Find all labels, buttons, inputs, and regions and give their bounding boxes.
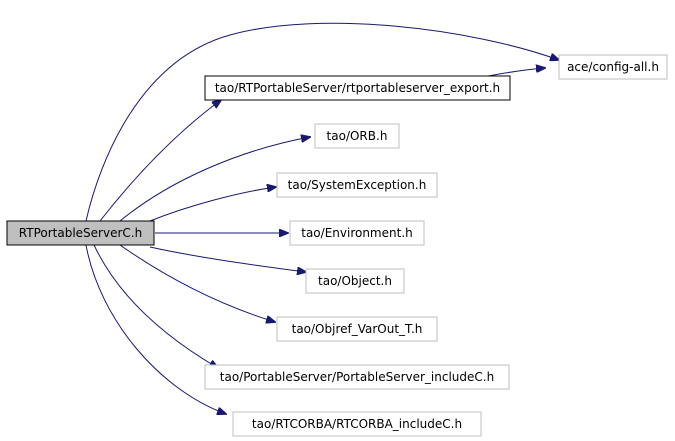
node-label: tao/ORB.h bbox=[327, 129, 388, 143]
node-label: ace/config-all.h bbox=[567, 60, 659, 74]
edge-root-to-objref bbox=[119, 244, 275, 322]
node-env[interactable]: tao/Environment.h bbox=[289, 220, 425, 246]
edge-export-to-config bbox=[487, 68, 545, 77]
edge-root-to-sysexc bbox=[149, 187, 276, 222]
node-label: tao/RTPortableServer/rtportableserver_ex… bbox=[215, 81, 500, 95]
node-sysexc[interactable]: tao/SystemException.h bbox=[276, 172, 438, 198]
node-label: tao/Object.h bbox=[318, 274, 392, 288]
node-objref[interactable]: tao/Objref_VarOut_T.h bbox=[276, 316, 438, 342]
edge-root-to-psinclude bbox=[93, 244, 218, 368]
node-orb[interactable]: tao/ORB.h bbox=[314, 123, 400, 149]
node-rtcorba[interactable]: tao/RTCORBA/RTCORBA_includeC.h bbox=[232, 411, 482, 437]
edge-root-to-orb bbox=[119, 137, 310, 222]
node-label: tao/RTCORBA/RTCORBA_includeC.h bbox=[252, 417, 462, 431]
node-label: tao/PortableServer/PortableServer_includ… bbox=[220, 370, 494, 384]
edges bbox=[85, 22, 559, 414]
node-export[interactable]: tao/RTPortableServer/rtportableserver_ex… bbox=[204, 75, 511, 101]
node-object[interactable]: tao/Object.h bbox=[305, 268, 405, 294]
node-config[interactable]: ace/config-all.h bbox=[558, 54, 668, 80]
node-label: tao/Environment.h bbox=[301, 226, 413, 240]
node-label: RTPortableServerC.h bbox=[19, 226, 142, 240]
edge-root-to-config bbox=[85, 22, 559, 222]
node-label: tao/Objref_VarOut_T.h bbox=[292, 322, 423, 336]
edge-root-to-object bbox=[149, 246, 306, 272]
node-root[interactable]: RTPortableServerC.h bbox=[6, 220, 155, 246]
edge-root-to-export bbox=[99, 100, 221, 222]
edge-root-to-rtcorba bbox=[85, 244, 226, 414]
node-label: tao/SystemException.h bbox=[288, 178, 427, 192]
node-psinclude[interactable]: tao/PortableServer/PortableServer_includ… bbox=[204, 364, 510, 390]
